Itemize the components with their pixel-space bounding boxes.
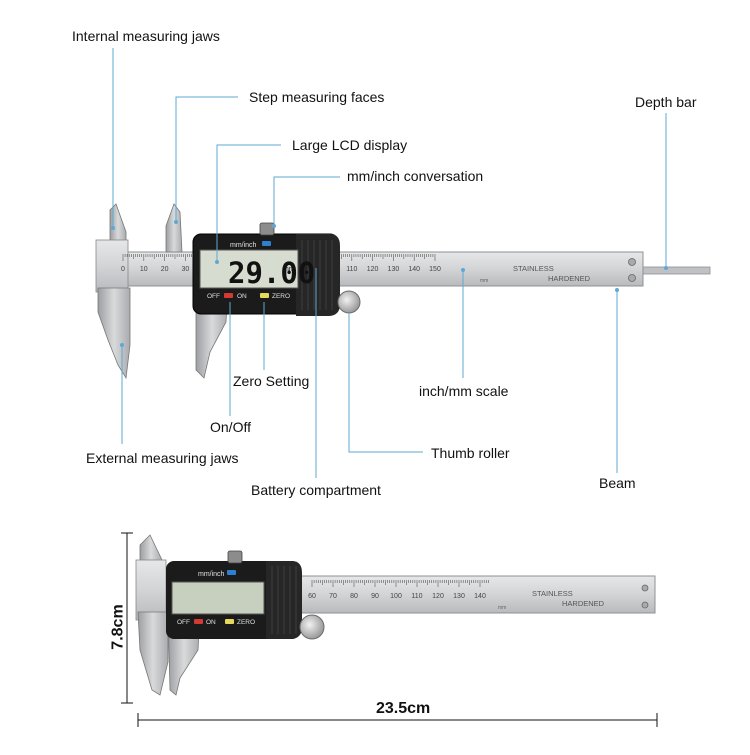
callout-leaders <box>112 48 667 478</box>
scale-number: 120 <box>367 266 379 273</box>
label-zero-setting: Zero Setting <box>233 373 310 389</box>
scale-number: 60 <box>308 593 316 600</box>
label-external-jaws: External measuring jaws <box>86 450 239 466</box>
lock-screw[interactable] <box>259 222 275 236</box>
depth-bar <box>639 266 711 275</box>
off-label-small: OFF <box>177 619 190 626</box>
label-on-off: On/Off <box>210 419 251 435</box>
bottom-caliper: 60 70 80 90 100 110 120 130 140 mm/inch OFF ON Z… <box>135 534 656 696</box>
scale-number: 90 <box>371 593 379 600</box>
rivet <box>628 258 636 266</box>
zero-button[interactable] <box>260 293 269 298</box>
top-caliper: 0102030405060708090100110120130140150 29… <box>95 203 711 380</box>
battery-cover <box>296 234 340 316</box>
scale-number: 140 <box>408 266 420 273</box>
zero-label: ZERO <box>272 293 290 300</box>
thumb-roller-small[interactable] <box>299 614 325 640</box>
lcd-screen <box>199 249 299 289</box>
label-thumb-roller: Thumb roller <box>431 445 510 461</box>
label-lcd: Large LCD display <box>292 137 408 153</box>
scale-unit-text-small: mm <box>498 605 506 611</box>
hardened-text-small: HARDENED <box>562 599 605 608</box>
rivet <box>641 584 649 592</box>
lcd-screen-small <box>171 581 265 615</box>
off-label: OFF <box>207 293 220 300</box>
lcd-unit: mm <box>283 266 295 273</box>
scale-number: 140 <box>474 593 486 600</box>
scale-number: 120 <box>432 593 444 600</box>
external-jaw-fixed <box>97 287 131 380</box>
label-beam: Beam <box>599 475 636 491</box>
mode-button[interactable] <box>262 241 271 246</box>
lock-screw-small[interactable] <box>227 550 243 564</box>
on-label: ON <box>237 293 247 300</box>
fixed-jaw-head <box>95 239 129 293</box>
off-button[interactable] <box>224 293 233 298</box>
height-dimension-label: 7.8cm <box>109 604 127 650</box>
label-step-faces: Step measuring faces <box>249 89 385 105</box>
dimension-lines <box>121 532 658 727</box>
label-internal-jaws: Internal measuring jaws <box>72 28 220 44</box>
off-button-small[interactable] <box>194 619 203 624</box>
scale-number: 150 <box>429 266 441 273</box>
scale-number: 70 <box>329 593 337 600</box>
stainless-text: STAINLESS <box>513 264 554 273</box>
scale-number: 30 <box>182 266 190 273</box>
mode-button-label: mm/inch <box>230 242 257 249</box>
scale-number: 110 <box>411 593 422 600</box>
internal-jaw-slider <box>165 203 183 253</box>
zero-button-small[interactable] <box>225 619 234 624</box>
width-dimension-label: 23.5cm <box>376 700 431 717</box>
on-label-small: ON <box>206 619 216 626</box>
lcd-reading: 29.00 <box>228 256 315 290</box>
scale-number: 130 <box>453 593 465 600</box>
label-conversion: mm/inch conversation <box>347 168 484 184</box>
rivet <box>628 274 636 282</box>
label-inch-mm-scale: inch/mm scale <box>419 383 509 399</box>
rivet <box>641 601 649 609</box>
scale-number: 100 <box>390 593 402 600</box>
stainless-text-small: STAINLESS <box>532 589 573 598</box>
mode-button-label-small: mm/inch <box>198 571 225 578</box>
scale-number: 20 <box>161 266 169 273</box>
label-depth-bar: Depth bar <box>635 94 697 110</box>
fixed-jaw-head-small <box>135 559 167 621</box>
scale-number: 80 <box>350 593 358 600</box>
scale-unit-text: mm <box>480 278 488 284</box>
label-battery: Battery compartment <box>251 482 381 498</box>
scale-number: 0 <box>121 266 125 273</box>
mode-button-small[interactable] <box>227 570 236 575</box>
main-scale-small: 60 70 80 90 100 110 120 130 140 <box>308 580 489 600</box>
battery-knurl-small <box>271 566 297 634</box>
scale-number: 130 <box>388 266 400 273</box>
hardened-text: HARDENED <box>548 274 591 283</box>
zero-label-small: ZERO <box>237 619 255 626</box>
scale-number: 10 <box>140 266 148 273</box>
external-jaw-fixed-small <box>137 611 169 696</box>
scale-number: 110 <box>346 266 357 273</box>
battery-knurl <box>301 240 333 310</box>
thumb-roller[interactable] <box>337 290 361 314</box>
callout-dots <box>111 220 668 347</box>
